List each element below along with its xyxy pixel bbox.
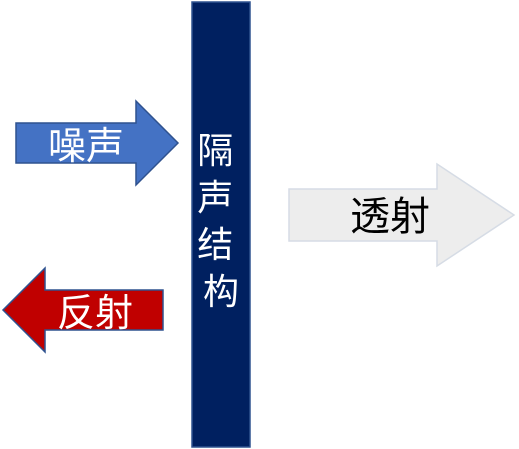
barrier-label: 隔 声 结 构	[197, 131, 244, 313]
barrier-shape	[191, 1, 251, 448]
reflected-arrow-shape	[1, 266, 164, 354]
barrier-label-char-2: 声	[197, 178, 233, 219]
barrier: 隔 声 结 构	[191, 1, 251, 448]
reflected-arrow: 反射	[1, 266, 164, 354]
transmitted-arrow-shape	[288, 162, 516, 268]
transmitted-arrow-label: 透射	[350, 194, 430, 240]
transmitted-arrow: 透射	[288, 162, 516, 268]
barrier-label-char-1: 隔	[197, 131, 233, 172]
reflected-arrow-label: 反射	[57, 291, 133, 335]
incident-noise-arrow: 噪声	[15, 99, 180, 187]
barrier-label-char-4: 构	[203, 272, 239, 313]
incident-arrow-shape	[15, 99, 180, 187]
barrier-label-char-3: 结	[197, 225, 233, 266]
incident-arrow-label: 噪声	[48, 124, 124, 168]
